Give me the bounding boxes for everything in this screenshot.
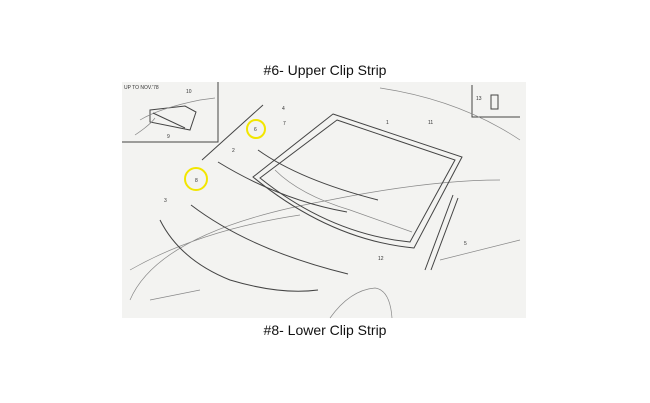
strip-4 [201, 104, 264, 161]
callout-9: 9 [167, 134, 170, 140]
lower-clip-strip-caption: #8- Lower Clip Strip [263, 322, 387, 338]
callout-10: 10 [186, 89, 192, 95]
svg-text:6: 6 [254, 127, 257, 133]
inset-early-model: UP TO NOV.'78 10 9 [122, 82, 219, 143]
svg-text:3: 3 [164, 198, 167, 204]
svg-text:12: 12 [378, 256, 384, 262]
inset-label: UP TO NOV.'78 [124, 85, 159, 91]
highlight-upper-clip-strip [246, 119, 266, 139]
svg-text:1: 1 [386, 120, 389, 126]
svg-text:8: 8 [195, 178, 198, 184]
callout-numbers: 4 7 1 11 2 3 5 12 6 8 [164, 106, 467, 262]
inset-part-13: 13 [471, 85, 520, 118]
lower-clip-strip [190, 204, 349, 275]
svg-text:2: 2 [232, 148, 235, 154]
svg-text:7: 7 [283, 121, 286, 127]
callout-13: 13 [476, 96, 482, 102]
pillar-5 [424, 194, 459, 271]
upper-clip-strip-caption: #6- Upper Clip Strip [263, 62, 387, 78]
strip-3 [159, 219, 319, 292]
svg-text:5: 5 [464, 241, 467, 247]
upper-clip-strip [257, 149, 379, 201]
svg-text:4: 4 [282, 106, 285, 112]
highlight-lower-clip-strip [184, 167, 208, 191]
diagram-background [122, 82, 526, 318]
strip-2 [217, 161, 348, 213]
svg-text:11: 11 [428, 120, 433, 126]
